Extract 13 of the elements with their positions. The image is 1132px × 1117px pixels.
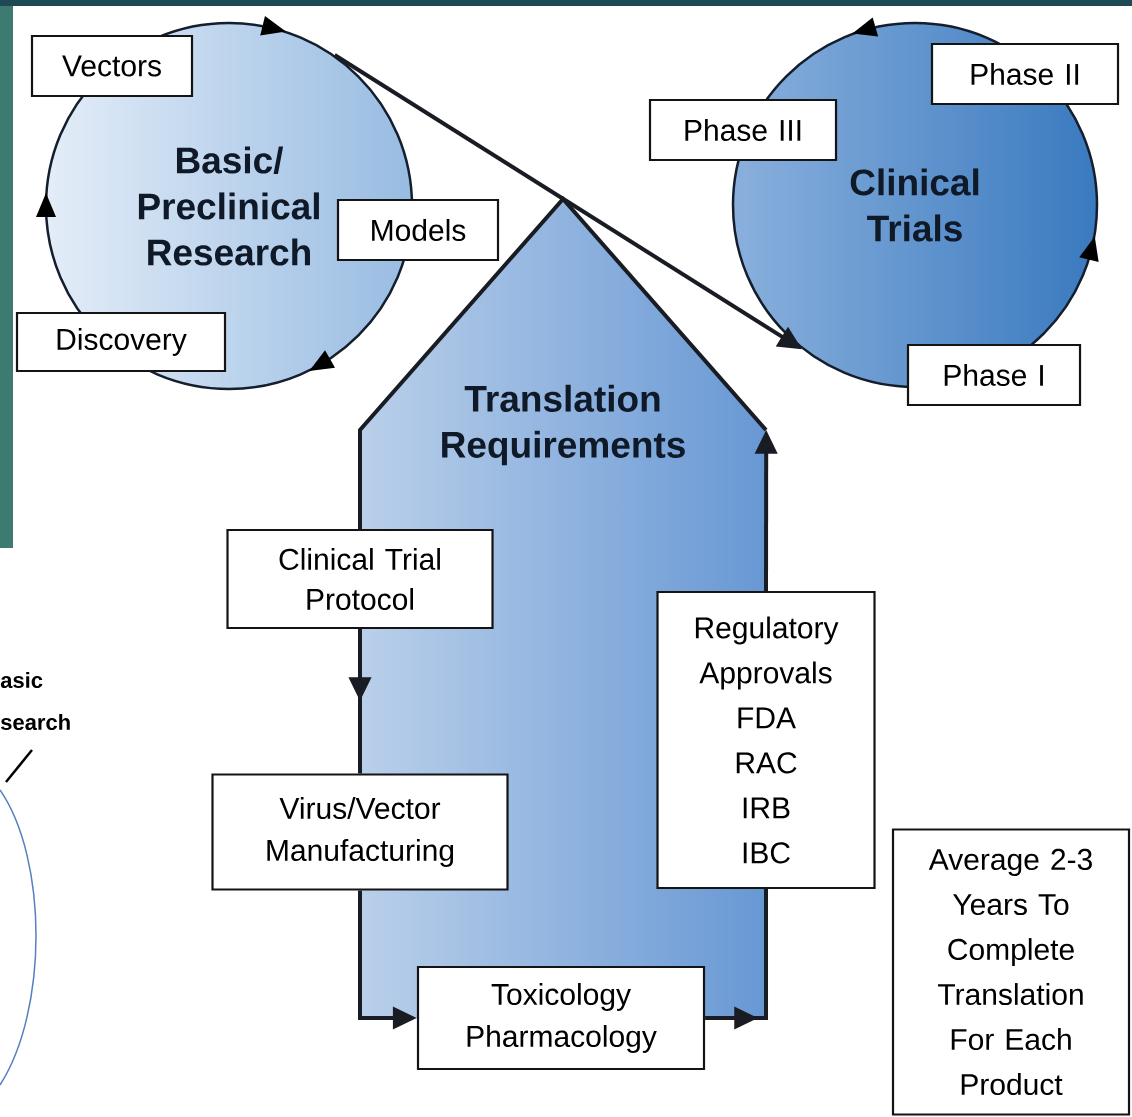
text-fragment: asic (0, 671, 43, 689)
label-box: Regulatory Approvals FDA RAC IRB IBC (656, 590, 876, 890)
label-box: Models (336, 198, 500, 262)
label-box: Average 2-3 Years To Complete Translation For Each Product (891, 828, 1131, 1116)
label-box: Phase II (930, 42, 1120, 106)
label-box: Virus/Vector Manufacturing (211, 773, 509, 891)
text-fragment: search (0, 713, 70, 731)
label-box: Phase III (648, 98, 838, 162)
label-box: Vectors (30, 34, 194, 98)
label-box: Discovery (15, 311, 227, 373)
label-box: Phase I (906, 343, 1082, 407)
label-box: Toxicology Pharmacology (416, 965, 706, 1071)
label-box: Clinical Trial Protocol (226, 528, 494, 630)
